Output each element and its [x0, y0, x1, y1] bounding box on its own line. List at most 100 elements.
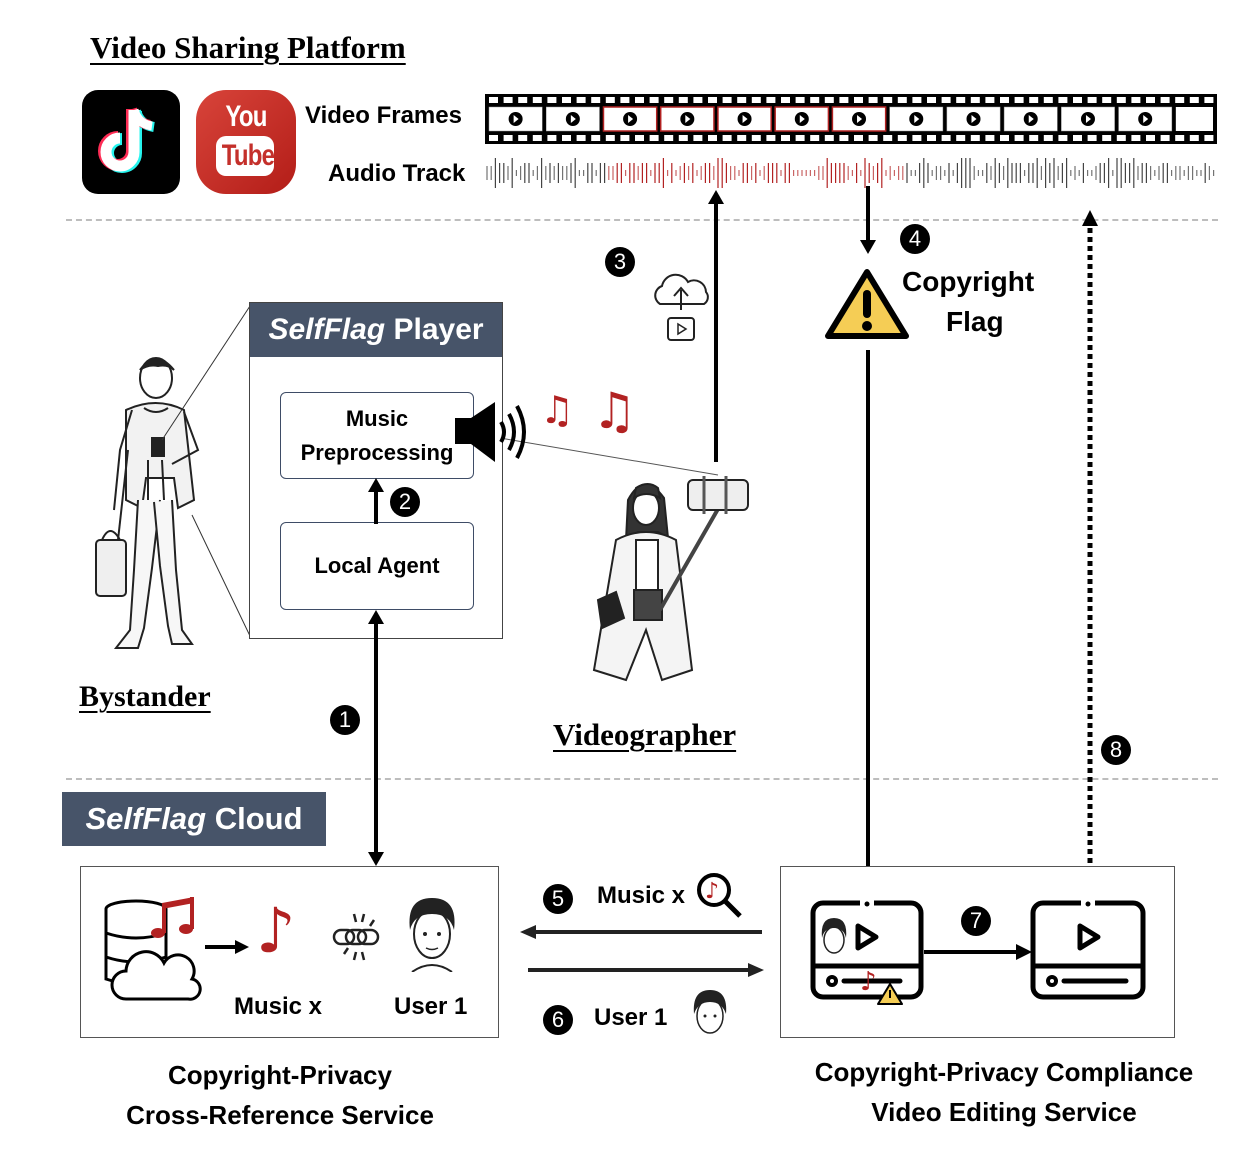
- youtube-text-tube: Tube: [216, 136, 275, 176]
- step-2-badge: 2: [390, 487, 420, 517]
- sprocket-hole: [1204, 97, 1214, 103]
- step5-music-x-label: Music x: [597, 882, 686, 909]
- video-editing-service-caption: Copyright-Privacy Compliance Video Editi…: [790, 1052, 1218, 1132]
- user-avatar: [409, 898, 455, 972]
- sprocket-hole: [1189, 135, 1199, 141]
- video-editing-caption-line1: Copyright-Privacy Compliance: [814, 1057, 1194, 1087]
- sprocket-hole: [781, 97, 790, 103]
- sprocket-hole: [810, 97, 820, 103]
- sprocket-hole: [1146, 135, 1155, 141]
- sprocket-hole: [737, 97, 747, 103]
- play-icon-triangle: [685, 115, 691, 123]
- music-note-icon: ♪: [256, 894, 296, 967]
- youtube-text-tube-label: Tube: [221, 139, 275, 172]
- sprocket-hole: [985, 135, 995, 141]
- sprocket-hole: [970, 97, 980, 103]
- sprocket-hole: [693, 97, 703, 103]
- sprocket-hole: [532, 135, 542, 141]
- cross-reference-caption-line1: Copyright-Privacy: [168, 1060, 392, 1090]
- step6-user-avatar: [693, 990, 727, 1034]
- play-icon-triangle: [742, 115, 748, 123]
- sprocket-hole: [810, 135, 820, 141]
- step-1-badge: 1: [330, 705, 360, 735]
- sprocket-hole: [1029, 135, 1039, 141]
- sprocket-hole: [1175, 135, 1185, 141]
- sprocket-hole: [722, 97, 732, 103]
- sprocket-hole: [547, 135, 557, 141]
- audio-track-label: Audio Track: [328, 160, 466, 187]
- flag-to-editing-arrow: [860, 350, 876, 893]
- step6-arrow: [528, 963, 764, 977]
- separator-top: [66, 219, 1218, 221]
- sprocket-hole: [1160, 135, 1170, 141]
- sprocket-hole: [576, 135, 586, 141]
- sprocket-hole: [795, 97, 805, 103]
- sprocket-hole: [897, 135, 907, 141]
- sprocket-hole: [927, 97, 936, 103]
- platform-title: Video Sharing Platform: [90, 30, 406, 65]
- svg-text:♪: ♪: [705, 879, 719, 904]
- video-frame: [831, 106, 887, 132]
- cloud-title-italic: SelfFlag: [85, 801, 207, 836]
- sprocket-hole: [956, 135, 966, 141]
- sprocket-hole: [751, 97, 761, 103]
- sprocket-hole: [941, 135, 951, 141]
- sprocket-hole: [839, 135, 849, 141]
- sprocket-hole: [1189, 97, 1199, 103]
- music-notes-icon-2: ♫: [592, 382, 637, 440]
- sprocket-hole: [532, 97, 542, 103]
- music-preprocessing-line2: Preprocessing: [300, 439, 454, 465]
- user-1-label: User 1: [394, 993, 468, 1020]
- sprocket-hole: [664, 135, 674, 141]
- sprocket-hole: [883, 97, 893, 103]
- tiktok-logo: [82, 90, 180, 194]
- sprocket-hole: [1116, 97, 1126, 103]
- step7-arrow: [924, 944, 1032, 960]
- sprocket-hole: [897, 97, 907, 103]
- sprocket-hole: [751, 135, 761, 141]
- selfflag-player-header: SelfFlag Player: [250, 303, 502, 357]
- step4-arrow: [860, 186, 876, 254]
- sprocket-hole: [605, 135, 615, 141]
- sprocket-hole: [1146, 97, 1155, 103]
- sprocket-hole: [1116, 135, 1126, 141]
- sprocket-hole: [635, 135, 644, 141]
- play-icon-triangle: [1085, 115, 1091, 123]
- youtube-logo: You Tube: [196, 90, 296, 194]
- sprocket-hole: [1058, 97, 1068, 103]
- step-5-badge: 5: [543, 884, 573, 914]
- music-preprocessing-box[interactable]: Music Preprocessing: [280, 392, 474, 479]
- sprocket-hole: [708, 97, 717, 103]
- copyright-flag-line1: Copyright: [902, 266, 1035, 297]
- bystander-figure: [95, 357, 200, 649]
- flagged-video-icon: ♪: [810, 900, 924, 1005]
- sprocket-hole: [781, 135, 790, 141]
- play-icon-triangle: [570, 115, 576, 123]
- videographer-figure: [592, 476, 749, 682]
- sprocket-hole: [649, 135, 659, 141]
- local-agent-box[interactable]: Local Agent: [280, 522, 474, 610]
- sprocket-hole: [503, 97, 513, 103]
- video-frame-partial: [1175, 107, 1213, 131]
- player-title-italic: SelfFlag: [268, 313, 386, 346]
- audio-track-waveform: [486, 158, 1215, 188]
- step2-arrow: [368, 478, 384, 524]
- step-4-badge: 4: [900, 224, 930, 254]
- sprocket-hole: [970, 135, 980, 141]
- sprocket-hole: [678, 135, 688, 141]
- sprocket-hole: [1131, 135, 1141, 141]
- selfflag-cloud-header: SelfFlag Cloud: [62, 792, 326, 846]
- sprocket-hole: [912, 97, 922, 103]
- local-agent-label: Local Agent: [314, 553, 440, 578]
- sprocket-hole: [1175, 97, 1185, 103]
- chain-link-icon: [332, 913, 380, 961]
- sprocket-hole: [576, 97, 586, 103]
- sprocket-hole: [722, 135, 732, 141]
- sprocket-hole: [1000, 97, 1009, 103]
- step6-user-1-label: User 1: [594, 1004, 668, 1031]
- sprocket-hole: [518, 135, 528, 141]
- sprocket-hole: [693, 135, 703, 141]
- sprocket-hole: [854, 97, 863, 103]
- sprocket-hole: [1014, 97, 1024, 103]
- sprocket-hole: [1058, 135, 1068, 141]
